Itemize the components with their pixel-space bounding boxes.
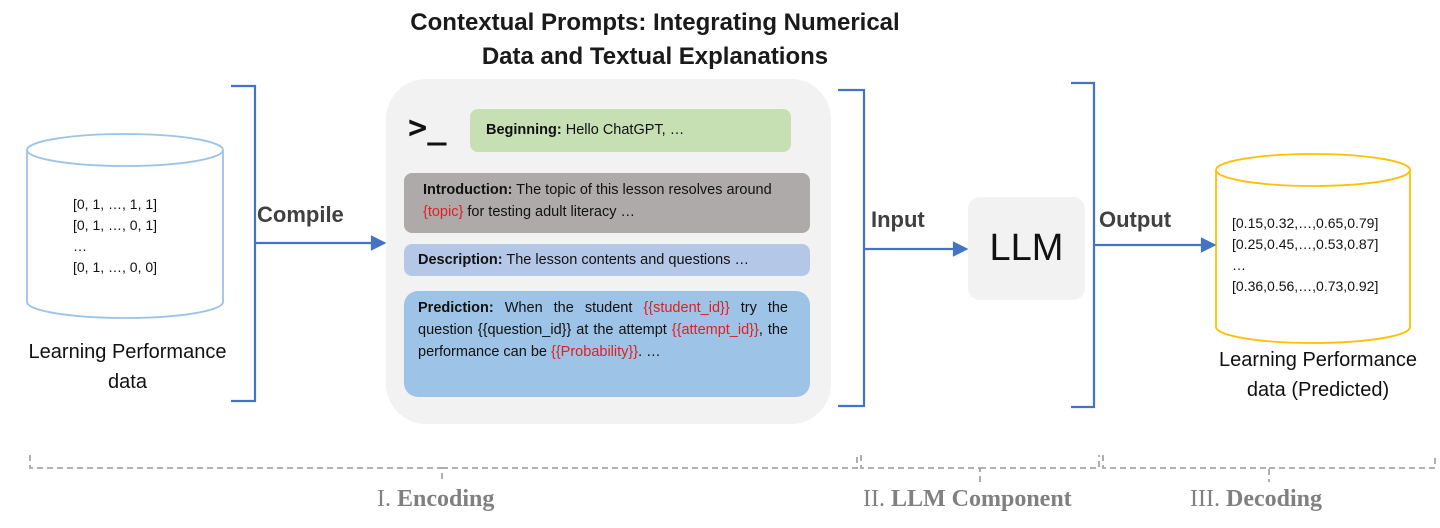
output-caption-line-2: data (Predicted)	[1246, 379, 1390, 401]
prediction-text-3: , the performance can be	[418, 322, 788, 360]
introduction-text-1: The topic of this lesson resolves around	[512, 182, 772, 198]
output-caption-line-1: Learning Performance	[1219, 349, 1417, 371]
output-row: …	[1232, 257, 1246, 273]
prediction-variable-probability: {{Probability}}	[551, 344, 639, 360]
input-row: [0, 1, …, 0, 1]	[73, 217, 158, 233]
phase-name: Encoding	[391, 486, 495, 512]
output-arrow-head	[1200, 237, 1217, 253]
phase-label-decoding: III. Decoding	[1190, 486, 1322, 513]
output-label: Output	[1099, 207, 1172, 232]
compile-label: Compile	[257, 202, 344, 227]
description-text: The lesson contents and questions …	[502, 252, 749, 268]
prediction-variable-attempt: {{attempt_id}}	[671, 322, 759, 338]
input-data-rows: [0, 1, …, 1, 1] [0, 1, …, 0, 1] … [0, 1,…	[73, 194, 157, 278]
input-row: [0, 1, …, 1, 1]	[73, 196, 158, 212]
phase-name: LLM Component	[884, 486, 1072, 512]
output-data-cylinder	[1215, 153, 1411, 344]
phase-label-llm-component: II. LLM Component	[863, 486, 1072, 513]
input-caption-line-1: Learning Performance	[28, 341, 227, 363]
introduction-variable: {topic}	[423, 204, 464, 220]
prediction-text-1: When the student	[493, 300, 644, 316]
prompt-prediction-box: Prediction: When the student {{student_i…	[404, 291, 810, 397]
llm-box: LLM	[968, 197, 1085, 300]
introduction-text-2: for testing adult literacy …	[463, 204, 635, 220]
output-data-caption: Learning Performance data (Predicted)	[1196, 345, 1440, 405]
input-data-cylinder	[26, 133, 224, 319]
phase-roman: I.	[377, 486, 391, 512]
output-row: [0.25,0.45,…,0.53,0.87]	[1232, 236, 1379, 252]
phase-name: Decoding	[1219, 486, 1322, 512]
introduction-label: Introduction:	[423, 182, 513, 198]
phase-brace-llm	[860, 455, 1100, 482]
input-caption-line-2: data	[108, 371, 147, 393]
prompt-description-box: Description: The lesson contents and que…	[404, 244, 810, 276]
prompt-introduction-box: Introduction: The topic of this lesson r…	[404, 173, 810, 233]
phase-roman: III.	[1190, 486, 1220, 512]
diagram-title: Contextual Prompts: Integrating Numerica…	[340, 6, 970, 74]
llm-label: LLM	[989, 227, 1064, 269]
output-row: [0.15,0.32,…,0.65,0.79]	[1232, 215, 1379, 231]
prediction-text-2: try the question {{question_id}} at the …	[418, 300, 788, 338]
phase-brace-encoding	[29, 455, 858, 482]
input-data-caption: Learning Performance data	[0, 337, 255, 397]
prediction-variable-student: {{student_id}}	[643, 300, 730, 316]
output-data-rows: [0.15,0.32,…,0.65,0.79] [0.25,0.45,…,0.5…	[1232, 213, 1378, 297]
title-line-1: Contextual Prompts: Integrating Numerica…	[410, 9, 900, 36]
input-row: [0, 1, …, 0, 0]	[73, 259, 158, 275]
beginning-text: Hello ChatGPT, …	[561, 122, 685, 138]
title-line-2: Data and Textual Explanations	[481, 43, 829, 70]
bracket-prompt	[838, 88, 866, 408]
prediction-text-4: . …	[638, 344, 661, 360]
beginning-label: Beginning:	[486, 122, 562, 138]
phase-roman: II.	[863, 486, 885, 512]
compile-arrow-head	[370, 235, 387, 251]
description-label: Description:	[418, 252, 503, 268]
input-label: Input	[871, 207, 925, 232]
terminal-prompt-icon: >_	[408, 108, 447, 146]
input-arrow-head	[952, 241, 969, 257]
phase-label-encoding: I. Encoding	[377, 486, 494, 513]
prompt-beginning-box: Beginning: Hello ChatGPT, …	[470, 109, 791, 152]
input-row: …	[73, 238, 87, 254]
phase-brace-decoding	[1102, 455, 1436, 482]
output-row: [0.36,0.56,…,0.73,0.92]	[1232, 278, 1379, 294]
prediction-label: Prediction:	[418, 300, 494, 316]
